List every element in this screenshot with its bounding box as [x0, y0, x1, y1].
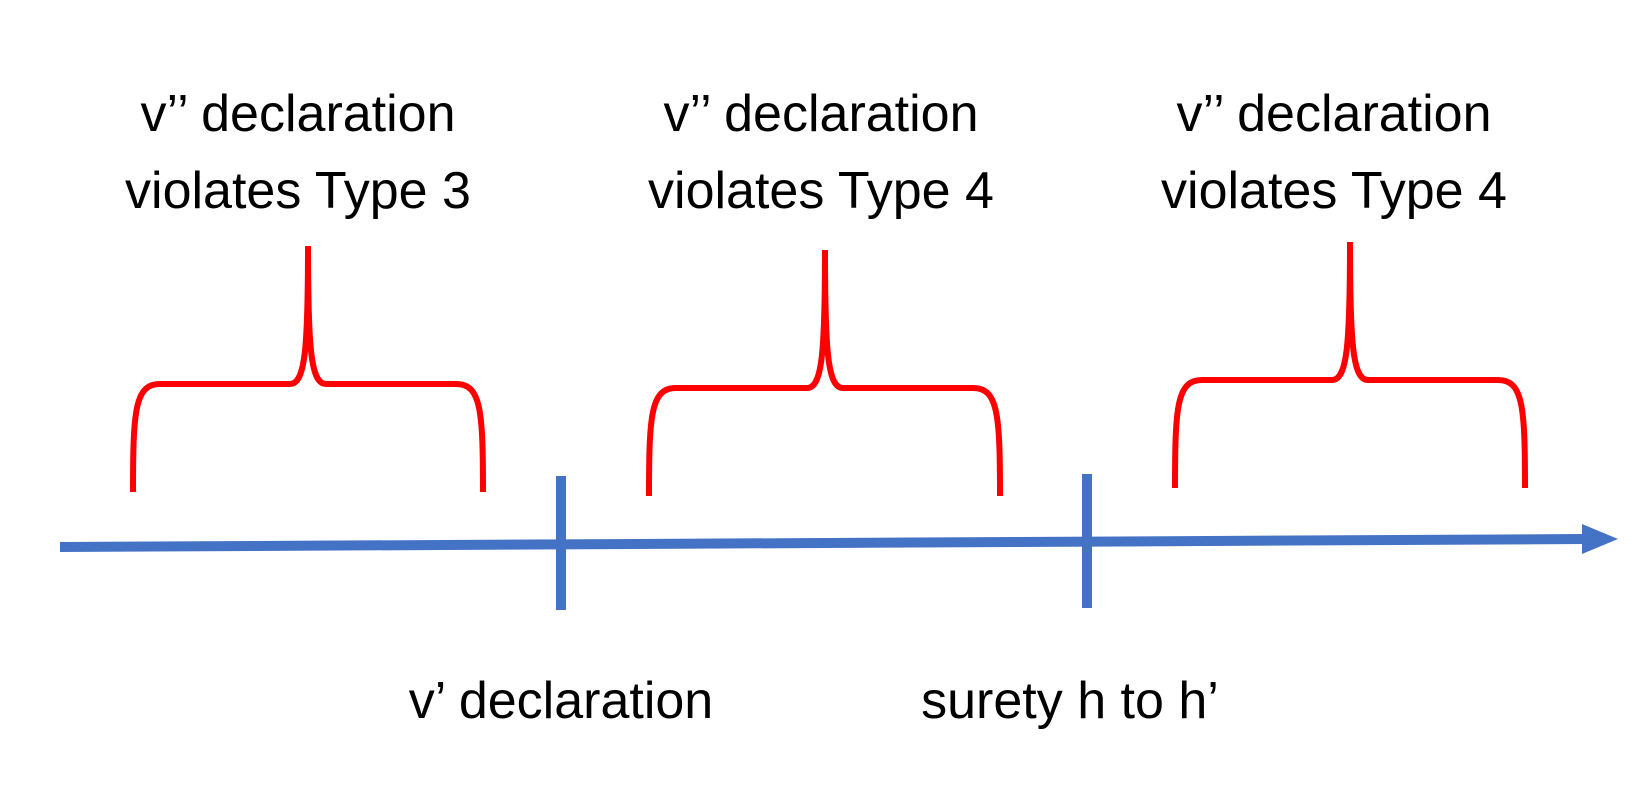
region-label-3-line2: violates Type 4	[1161, 162, 1507, 220]
marker-label-surety: surety h to h’	[921, 672, 1219, 730]
region-label-1-line1: v’’ declaration	[140, 85, 455, 143]
timeline-arrow-icon	[1582, 524, 1618, 554]
region-label-2-line2: violates Type 4	[648, 162, 994, 220]
region-brace-3	[1172, 241, 1528, 489]
timeline-axis	[59, 524, 1618, 554]
region-label-2-line1: v’’ declaration	[663, 85, 978, 143]
marker-label-v-prime-declaration: v’ declaration	[409, 672, 713, 730]
region-brace-2	[646, 249, 1003, 497]
region-brace-1	[130, 245, 486, 493]
region-label-1-line2: violates Type 3	[125, 162, 471, 220]
timeline-axis-line	[59, 534, 1586, 552]
region-label-3-line1: v’’ declaration	[1176, 85, 1491, 143]
